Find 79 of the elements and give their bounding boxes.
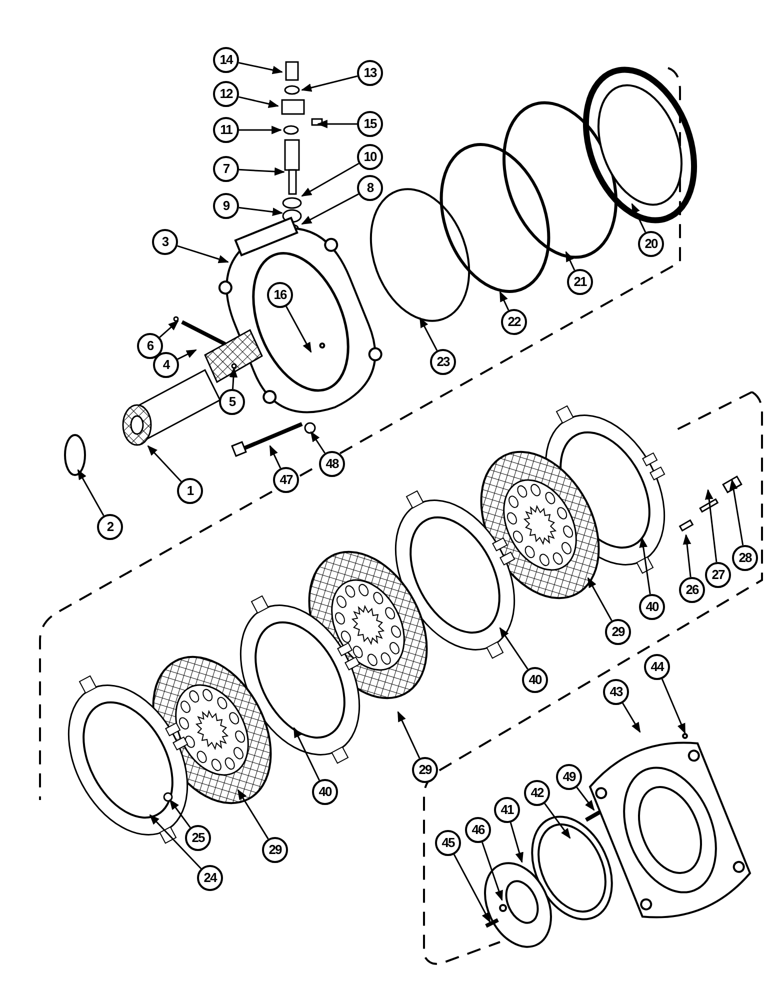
leader-line bbox=[622, 702, 641, 733]
callout-number: 1 bbox=[177, 478, 203, 504]
callout-number: 14 bbox=[213, 47, 239, 73]
leader-line bbox=[661, 678, 686, 734]
callout-number: 29 bbox=[262, 837, 288, 863]
callout-number: 49 bbox=[556, 764, 582, 790]
callout-number: 29 bbox=[605, 619, 631, 645]
callout-number: 40 bbox=[522, 667, 548, 693]
leader-line bbox=[316, 120, 357, 128]
leader-line bbox=[301, 162, 360, 197]
callout-number: 3 bbox=[152, 229, 178, 255]
callout-number: 8 bbox=[357, 175, 383, 201]
leader-line bbox=[238, 206, 284, 216]
leader-line bbox=[499, 291, 510, 311]
callout-number: 9 bbox=[213, 193, 239, 219]
callout-number: 22 bbox=[501, 309, 527, 335]
leader-line bbox=[238, 62, 284, 74]
leader-line bbox=[286, 306, 312, 353]
callout-number: 28 bbox=[732, 545, 758, 571]
callout-number: 29 bbox=[412, 757, 438, 783]
callout-number: 26 bbox=[679, 577, 705, 603]
leader-line bbox=[565, 251, 576, 271]
callout-number: 10 bbox=[357, 144, 383, 170]
callout-number: 5 bbox=[219, 389, 245, 415]
callout-number: 23 bbox=[430, 349, 456, 375]
leader-line bbox=[704, 488, 718, 562]
callout-number: 43 bbox=[603, 679, 629, 705]
callout-number: 4 bbox=[153, 352, 179, 378]
callout-number: 40 bbox=[312, 779, 338, 805]
leader-line bbox=[77, 469, 104, 516]
callout-number: 44 bbox=[644, 654, 670, 680]
leader-line bbox=[639, 536, 651, 594]
callout-number: 40 bbox=[639, 594, 665, 620]
leader-line bbox=[177, 245, 229, 264]
leader-line bbox=[237, 789, 269, 840]
leader-line bbox=[453, 854, 491, 923]
leader-line bbox=[238, 167, 286, 176]
leader-line bbox=[159, 320, 179, 338]
leader-line bbox=[149, 814, 202, 870]
callout-number: 20 bbox=[638, 231, 664, 257]
leader-line bbox=[147, 445, 182, 482]
leader-line bbox=[587, 577, 612, 621]
callout-number: 7 bbox=[213, 156, 239, 182]
leader-line bbox=[544, 803, 571, 839]
callout-number: 48 bbox=[319, 451, 345, 477]
leader-line bbox=[576, 786, 595, 811]
callout-number: 46 bbox=[465, 817, 491, 843]
leader-line bbox=[169, 799, 191, 828]
leader-line bbox=[310, 431, 326, 454]
leader-line bbox=[419, 317, 438, 351]
leader-line bbox=[239, 126, 282, 134]
callout-number: 24 bbox=[197, 865, 223, 891]
callout-number: 6 bbox=[137, 333, 163, 359]
leader-line bbox=[238, 96, 280, 108]
leader-line bbox=[499, 627, 528, 670]
callout-number: 42 bbox=[524, 780, 550, 806]
callout-number: 11 bbox=[213, 117, 239, 143]
leader-line bbox=[631, 203, 646, 233]
leader-line bbox=[293, 727, 320, 781]
callout-number: 25 bbox=[185, 825, 211, 851]
leader-line bbox=[482, 842, 503, 901]
callout-number: 13 bbox=[357, 60, 383, 86]
leader-line bbox=[510, 822, 524, 863]
callout-number: 2 bbox=[97, 514, 123, 540]
leader-line bbox=[229, 366, 238, 390]
leader-line bbox=[729, 478, 744, 546]
leader-line bbox=[301, 193, 359, 225]
callout-number: 12 bbox=[213, 81, 239, 107]
leader-line bbox=[300, 75, 358, 92]
leader-line bbox=[269, 445, 282, 469]
leader-line bbox=[177, 349, 197, 360]
callout-number: 45 bbox=[435, 830, 461, 856]
callout-number: 27 bbox=[705, 562, 731, 588]
callout-number: 15 bbox=[357, 111, 383, 137]
callout-number: 47 bbox=[273, 467, 299, 493]
leader-line bbox=[682, 534, 692, 578]
leader-line bbox=[397, 711, 420, 759]
callout-number: 41 bbox=[494, 797, 520, 823]
callout-number: 21 bbox=[567, 269, 593, 295]
